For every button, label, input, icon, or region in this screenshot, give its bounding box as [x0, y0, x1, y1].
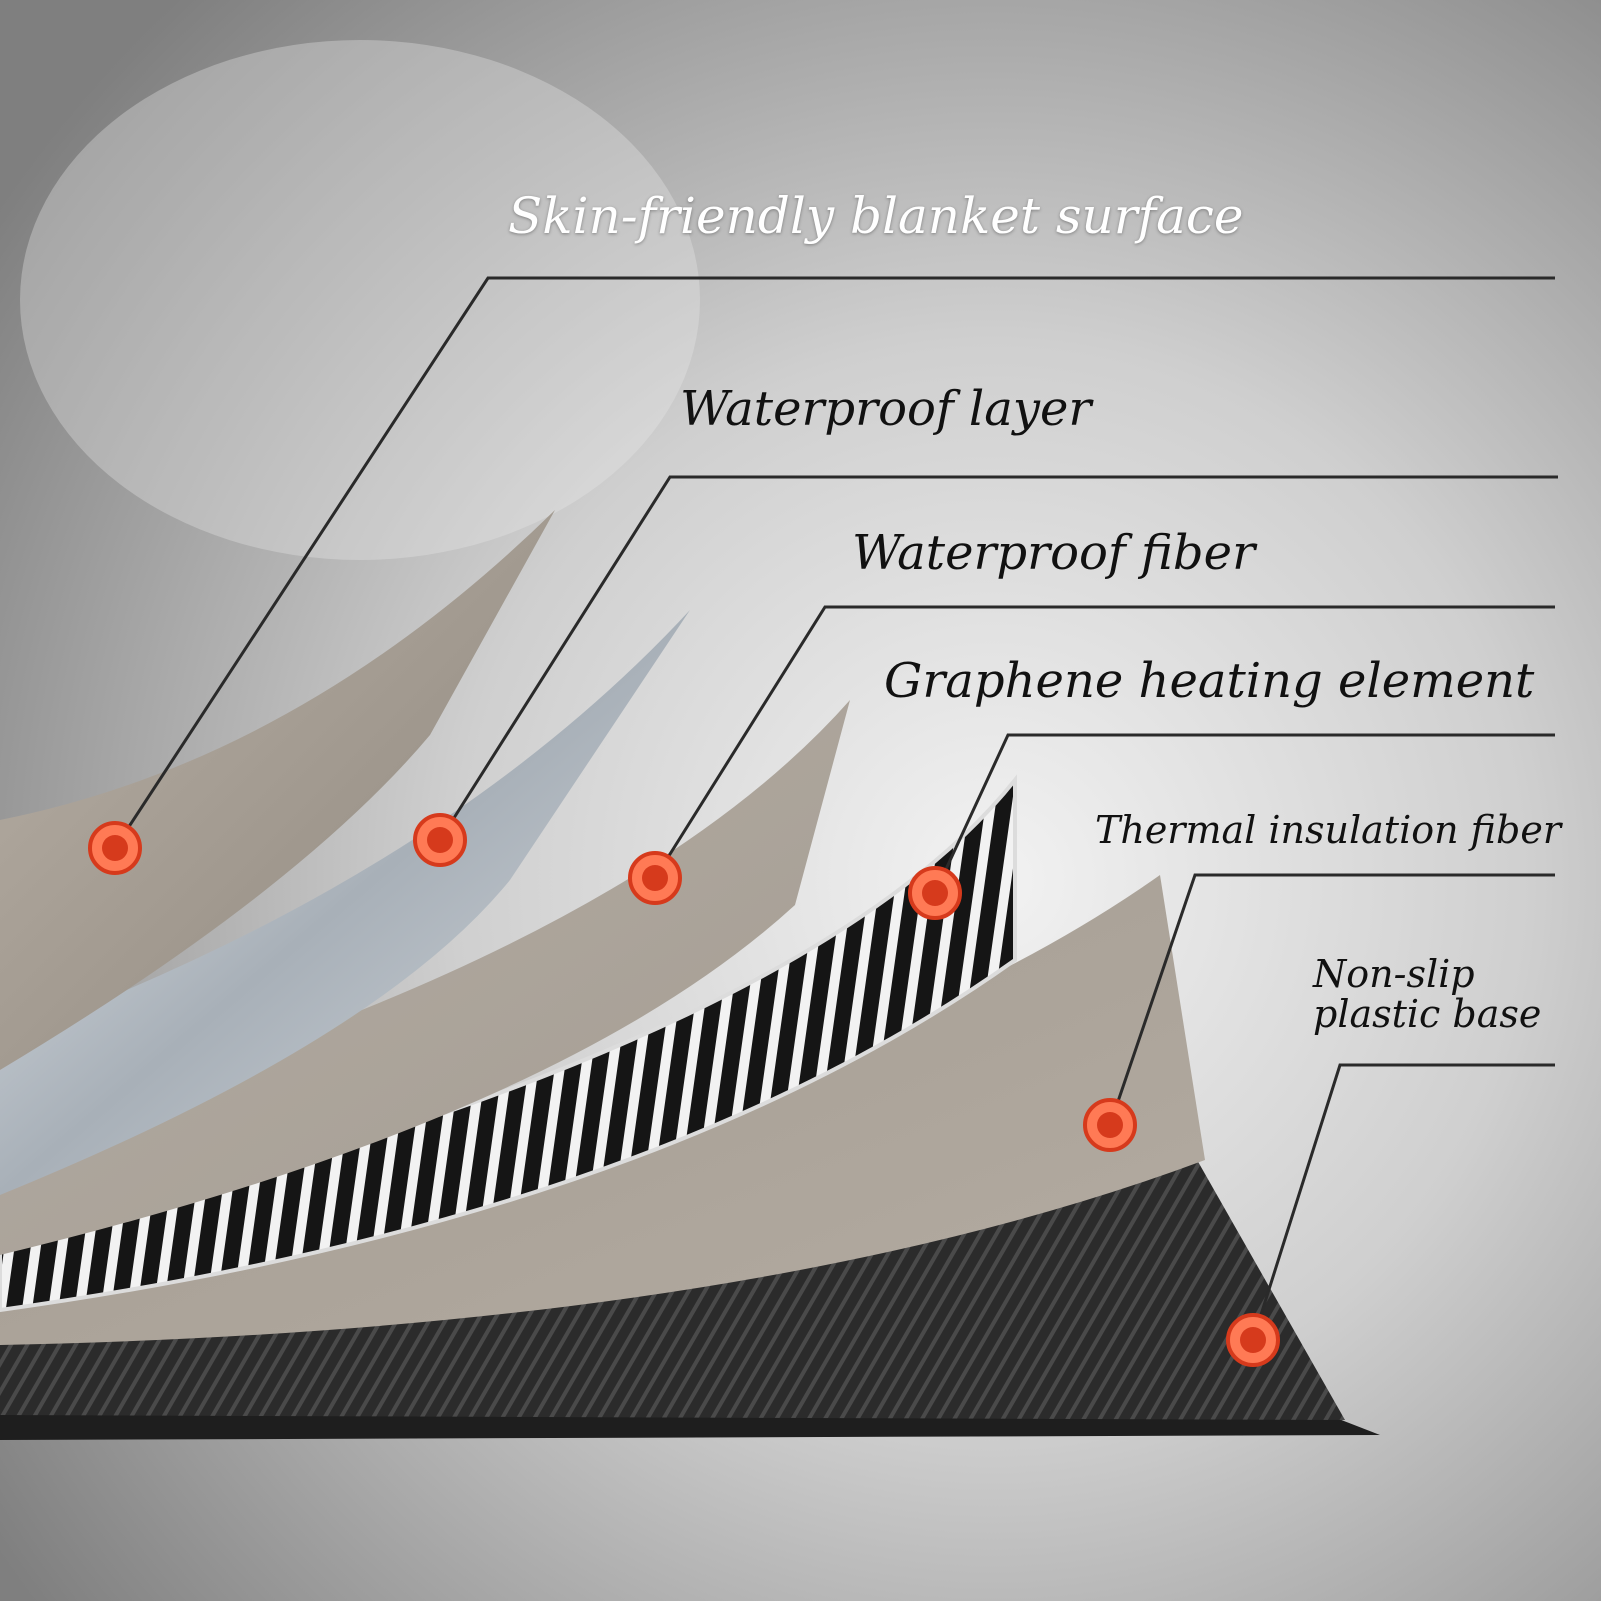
- marker-graphene-element: [908, 866, 962, 920]
- marker-skin-surface: [88, 821, 142, 875]
- leader-line-graphene-element: [933, 733, 1555, 894]
- label-graphene-element: Graphene heating element: [884, 653, 1535, 709]
- leader-line-thermal-fiber: [1108, 873, 1555, 1126]
- label-plastic-base: Non-slip plastic base: [1313, 952, 1542, 1036]
- layer-skin-surface: [0, 510, 555, 1070]
- marker-thermal-fiber: [1083, 1098, 1137, 1152]
- label-thermal-fiber: Thermal insulation fiber: [1095, 808, 1561, 852]
- label-waterproof-layer: Waterproof layer: [680, 381, 1092, 437]
- leader-line-skin-surface: [113, 276, 1555, 849]
- marker-plastic-base: [1226, 1313, 1280, 1367]
- marker-waterproof-fiber: [628, 851, 682, 905]
- pillow-silhouette: [20, 40, 700, 560]
- layer-waterproof-fiber: [0, 700, 850, 1255]
- leader-line-waterproof-layer: [438, 475, 1558, 841]
- layer-waterproof: [0, 610, 690, 1195]
- leader-line-waterproof-fiber: [653, 605, 1555, 879]
- leader-line-plastic-base: [1251, 1063, 1555, 1341]
- label-waterproof-fiber: Waterproof fiber: [852, 525, 1256, 581]
- label-skin-surface: Skin-friendly blanket surface: [508, 187, 1244, 245]
- marker-waterproof-layer: [413, 813, 467, 867]
